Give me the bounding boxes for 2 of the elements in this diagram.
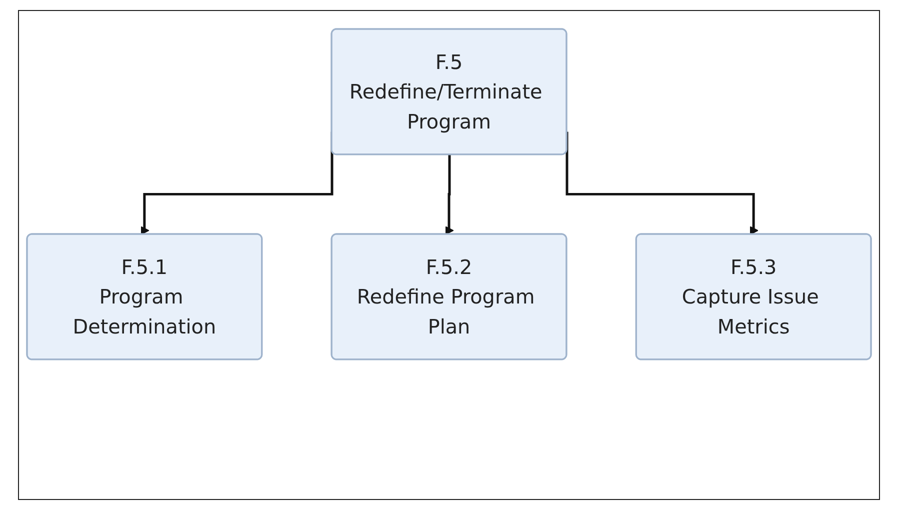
- arrow: [445, 154, 454, 235]
- arrow: [566, 132, 758, 235]
